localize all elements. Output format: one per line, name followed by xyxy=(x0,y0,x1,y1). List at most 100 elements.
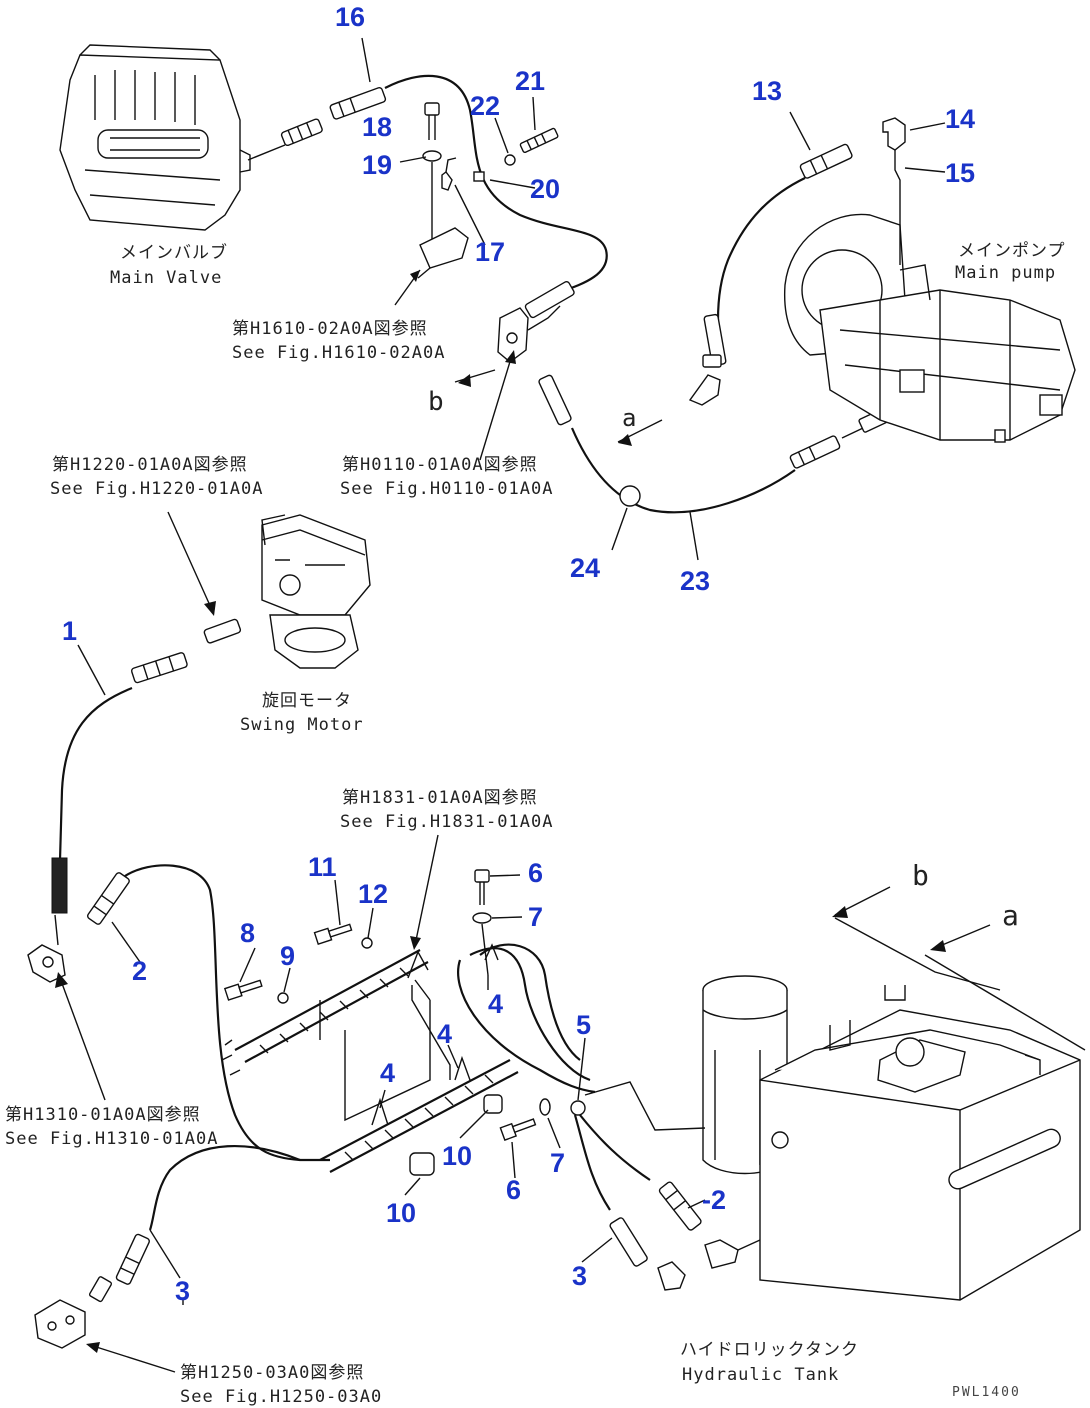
bracket-plate xyxy=(419,227,469,269)
bundle-tube-upper xyxy=(221,949,429,1076)
callout-7a: 7 xyxy=(528,902,543,932)
view-letter-a-top: a xyxy=(622,404,637,432)
ref-h1831-en: See Fig.H1831-01A0A xyxy=(340,812,553,832)
view-letter-b-top: b xyxy=(428,387,445,417)
spacer-10-a xyxy=(409,1152,435,1176)
clamp-4-a xyxy=(371,1097,389,1126)
clamp-24 xyxy=(619,485,641,507)
callout-21: 21 xyxy=(515,66,545,96)
label-swing-motor-en: Swing Motor xyxy=(240,715,364,735)
component-labels: メインバルブ Main Valve メインポンプ Main pump 旋回モータ… xyxy=(5,241,1066,1407)
callout-4c: 4 xyxy=(380,1058,395,1088)
callout-14: 14 xyxy=(945,104,975,134)
clamp-17 xyxy=(441,157,457,191)
clamp-h1831 xyxy=(407,950,429,979)
callout-8: 8 xyxy=(240,918,255,948)
bolt-21 xyxy=(519,127,559,154)
bundle-to-tank-hose-b xyxy=(469,947,591,1082)
washer-19 xyxy=(422,150,442,162)
hose-16-lower-end xyxy=(524,280,575,319)
ref-h1250-en: See Fig.H1250-03A0 xyxy=(180,1387,382,1407)
spacer-10-b xyxy=(483,1094,503,1114)
label-main-valve-jp: メインバルブ xyxy=(120,242,228,263)
fitting-h1250 xyxy=(88,1276,113,1303)
hose-3 xyxy=(148,1144,301,1231)
elbow-14 xyxy=(882,117,906,151)
center-bracket xyxy=(344,979,431,1122)
valve-connection-line xyxy=(247,144,286,161)
bundle-loop xyxy=(479,943,581,1061)
hose-23 xyxy=(570,427,796,514)
hose-23-upper-end xyxy=(538,374,572,426)
hose-16 xyxy=(384,74,608,294)
hose-3-lower-end xyxy=(115,1233,150,1285)
junction-block xyxy=(497,305,561,363)
callout-16: 16 xyxy=(335,2,365,32)
hose-16-end xyxy=(329,87,387,120)
hose-1 xyxy=(58,686,133,861)
callout-13: 13 xyxy=(752,76,782,106)
callout-7b: 7 xyxy=(550,1148,565,1178)
ref-h0110-jp: 第H0110-01A0A図参照 xyxy=(342,455,538,475)
callout-23: 23 xyxy=(680,566,710,596)
leader-lines xyxy=(77,37,946,1305)
callout-4b: 4 xyxy=(437,1019,452,1049)
ref-h1610-en: See Fig.H1610-02A0A xyxy=(232,343,445,363)
clamp-5 xyxy=(570,1100,586,1116)
sheet-id: PWL1400 xyxy=(952,1385,1021,1400)
hose-13-top-end xyxy=(799,143,853,179)
washer-7-lower xyxy=(539,1098,551,1116)
bolt-11 xyxy=(313,923,353,945)
callout-numbers: 16 18 19 22 21 20 17 13 14 15 24 23 1 11… xyxy=(62,2,975,1306)
ref-h1250-jp: 第H1250-03A0図参照 xyxy=(180,1363,364,1383)
hydraulic-tank-drawing xyxy=(702,975,1081,1301)
hose-13-lower-fitting xyxy=(688,354,722,406)
washer-12 xyxy=(361,937,373,949)
hose-1-top-end xyxy=(130,652,188,684)
ref-h1831-jp: 第H1831-01A0A図参照 xyxy=(342,788,538,808)
view-letter-a-bottom: a xyxy=(1002,899,1020,932)
nut-20 xyxy=(473,171,485,182)
callout-2a: 2 xyxy=(132,956,147,986)
label-hydraulic-tank-jp: ハイドロリックタンク xyxy=(680,1340,859,1360)
callout-12: 12 xyxy=(358,879,388,909)
callout-10b: 10 xyxy=(386,1198,416,1228)
hose-1-lower-end xyxy=(51,857,68,914)
hose-23-pump-end xyxy=(789,435,841,469)
hose-3-tank-end xyxy=(609,1217,648,1267)
callout-17: 17 xyxy=(475,237,505,267)
callout-19: 19 xyxy=(362,150,392,180)
hose-2-tank-end xyxy=(658,1181,702,1231)
swing-motor-drawing xyxy=(261,514,371,669)
callout-18: 18 xyxy=(362,112,392,142)
hose-2-tank xyxy=(579,1114,651,1181)
callout-4a: 4 xyxy=(488,989,503,1019)
hose-3-tank xyxy=(573,1114,611,1211)
clamp-4-c xyxy=(484,943,499,961)
callout-1: 1 xyxy=(62,616,77,646)
callout-9: 9 xyxy=(280,941,295,971)
tee-fitting-left xyxy=(27,914,66,983)
fitting-valve-side xyxy=(280,118,323,147)
ref-h1310-en: See Fig.H1310-01A0A xyxy=(5,1129,218,1149)
washer-22 xyxy=(504,154,516,166)
callout-10a: 10 xyxy=(442,1141,472,1171)
callout-24: 24 xyxy=(570,553,600,583)
swing-motor-fitting xyxy=(203,618,242,644)
label-swing-motor-jp: 旋回モータ xyxy=(262,691,352,711)
callout-20: 20 xyxy=(530,174,560,204)
callout-6b: 6 xyxy=(506,1175,521,1205)
label-main-pump-jp: メインポンプ xyxy=(958,241,1066,261)
bolt-6-top xyxy=(474,869,490,905)
clamp-to-filter-pipe xyxy=(584,1081,706,1131)
pipe-15 xyxy=(894,150,901,265)
callout-3b: 3 xyxy=(572,1261,587,1291)
main-pump-drawing xyxy=(783,213,1076,443)
ref-h1310-jp: 第H1310-01A0A図参照 xyxy=(5,1105,201,1125)
label-main-pump-en: Main pump xyxy=(955,263,1056,283)
bundle-to-tank-hose-a xyxy=(457,959,596,1094)
label-hydraulic-tank-en: Hydraulic Tank xyxy=(682,1365,839,1385)
callout-22: 22 xyxy=(470,91,500,121)
hose-2-end xyxy=(87,872,130,925)
